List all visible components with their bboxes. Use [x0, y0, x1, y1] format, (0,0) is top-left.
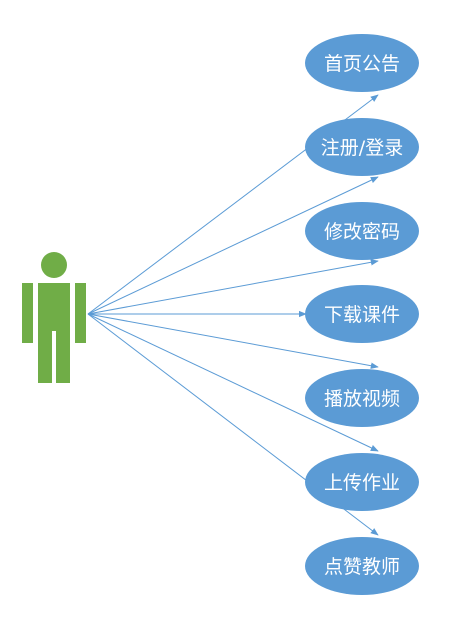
use-case-change-password: 修改密码: [305, 202, 419, 260]
actor-head: [41, 252, 67, 278]
use-case-label: 下载课件: [324, 304, 400, 326]
actor-left-leg: [38, 331, 52, 383]
use-case-label: 修改密码: [324, 221, 400, 243]
use-case-label: 上传作业: [324, 472, 400, 494]
use-case-play-video: 播放视频: [305, 369, 419, 427]
use-case-ellipse: [305, 453, 419, 511]
use-case-register-login: 注册/登录: [305, 118, 419, 176]
connector-upload-homework: [87, 313, 379, 452]
actor-left-arm: [22, 283, 33, 343]
actor-torso: [38, 283, 70, 331]
use-case-ellipse: [305, 537, 419, 595]
use-case-ellipse: [305, 34, 419, 92]
actor-right-leg: [56, 331, 70, 383]
use-case-like-teacher: 点赞教师: [305, 537, 419, 595]
use-case-notice: 首页公告: [305, 34, 419, 92]
use-case-download-courseware: 下载课件: [305, 285, 419, 343]
use-case-label: 首页公告: [324, 53, 400, 75]
use-case-ellipse: [305, 369, 419, 427]
use-case-upload-homework: 上传作业: [305, 453, 419, 511]
use-case-label: 播放视频: [324, 388, 400, 410]
connector-register-login: [87, 176, 379, 315]
actor-person-icon: [22, 252, 86, 383]
connector-change-password: [87, 259, 379, 315]
use-case-ellipse: [305, 202, 419, 260]
use-case-label: 注册/登录: [321, 137, 403, 159]
use-case-ellipse: [305, 285, 419, 343]
actor-right-arm: [75, 283, 86, 343]
use-case-label: 点赞教师: [324, 556, 400, 578]
use-case-ellipse: [305, 118, 419, 176]
connector-play-video: [87, 313, 379, 369]
